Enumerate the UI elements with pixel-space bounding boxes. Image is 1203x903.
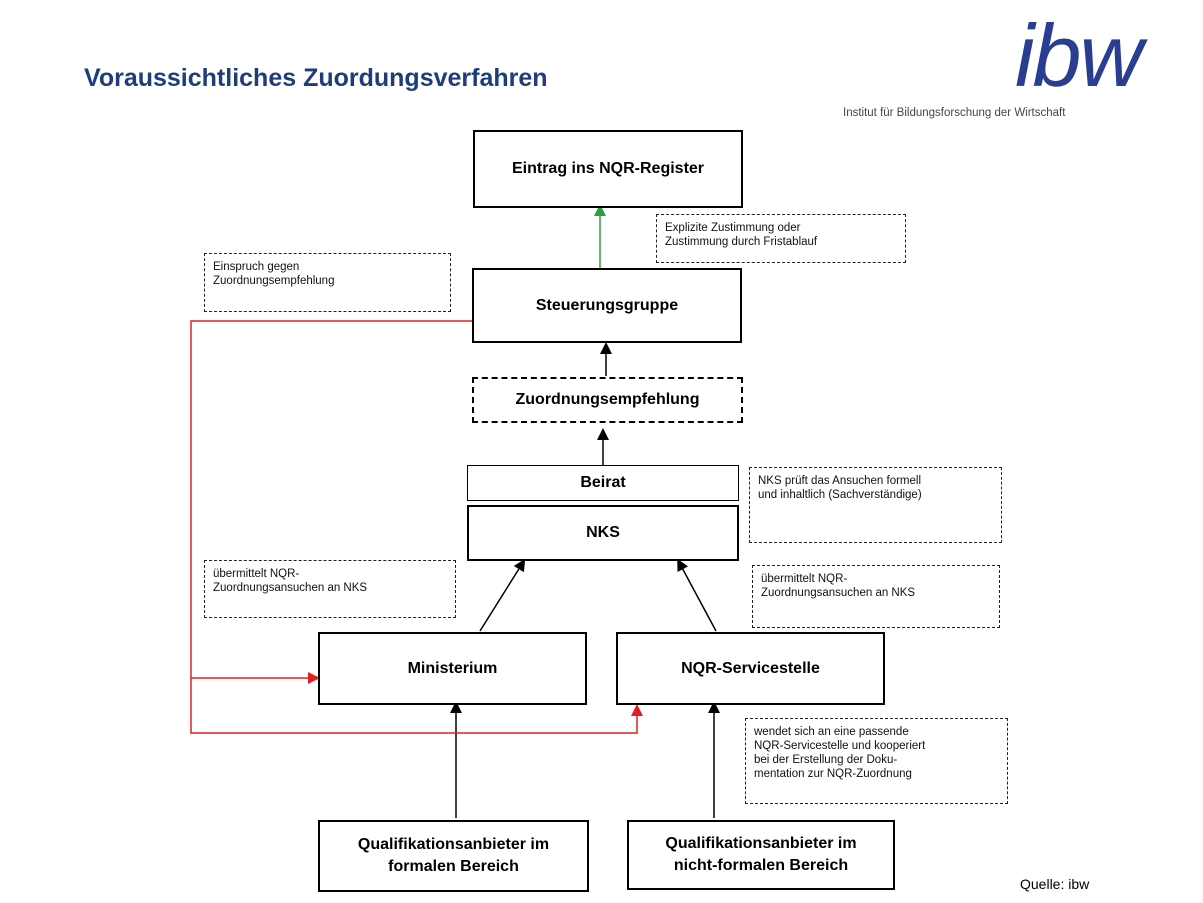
servicestelle-box: NQR-Servicestelle	[616, 632, 885, 705]
note-uebermittelt-left: übermittelt NQR- Zuordnungsansuchen an N…	[204, 560, 456, 618]
nks-box: NKS	[467, 505, 739, 561]
steuerungsgruppe-label: Steuerungsgruppe	[535, 296, 679, 314]
ministerium-label: Ministerium	[407, 659, 498, 677]
beirat-box: Beirat	[467, 465, 739, 501]
diagram-title: Voraussichtliches Zuordungsverfahren	[84, 64, 548, 92]
note-einspruch: Einspruch gegen Zuordnungsempfehlung	[204, 253, 451, 312]
zuordnungsempfehlung-box: Zuordnungsempfehlung	[472, 377, 743, 423]
register-label: Eintrag ins NQR-Register	[511, 160, 705, 177]
note-uebermittelt-right: übermittelt NQR- Zuordnungsansuchen an N…	[752, 565, 1000, 628]
register-box: Eintrag ins NQR-Register	[473, 130, 743, 208]
servicestelle-label: NQR-Servicestelle	[681, 659, 820, 677]
note-nks-prueft: NKS prüft das Ansuchen formell und inhal…	[749, 467, 1002, 543]
anbieter-formal-label: Qualifikationsanbieter im formalen Berei…	[357, 836, 550, 875]
arrow-servicestelle-to-nks	[677, 558, 717, 632]
beirat-label: Beirat	[580, 474, 626, 491]
zuordnungsempfehlung-label: Zuordnungsempfehlung	[515, 391, 700, 408]
anbieter-formal-box: Qualifikationsanbieter im formalen Berei…	[318, 820, 589, 892]
steuerungsgruppe-box: Steuerungsgruppe	[472, 268, 742, 343]
arrow-ministerium-to-nks	[479, 558, 526, 632]
anbieter-nichtformal-box: Qualifikationsanbieter im nicht-formalen…	[627, 820, 895, 890]
nks-label: NKS	[586, 524, 620, 541]
ministerium-box: Ministerium	[318, 632, 587, 705]
note-wendet: wendet sich an eine passende NQR-Service…	[745, 718, 1008, 804]
note-zustimmung: Explizite Zustimmung oder Zustimmung dur…	[656, 214, 906, 263]
ibw-logo: ibw	[1015, 6, 1143, 105]
source-label: Quelle: ibw	[1020, 876, 1090, 892]
anbieter-nichtformal-label: Qualifikationsanbieter im nicht-formalen…	[665, 835, 857, 874]
logo-subtitle: Institut für Bildungsforschung der Wirts…	[843, 107, 1066, 119]
